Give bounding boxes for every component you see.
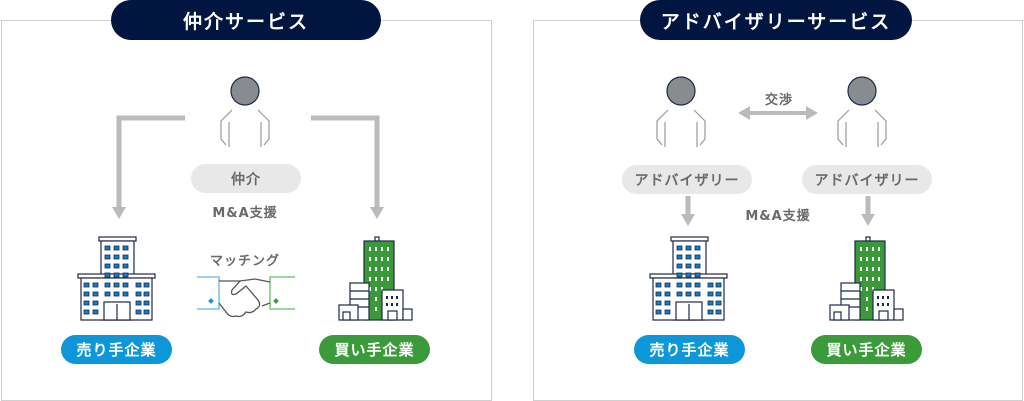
buyer-pill: 買い手企業	[319, 335, 430, 364]
seller-advisor-pill: アドバイザリー	[622, 165, 752, 194]
buyer-building-icon	[338, 236, 413, 321]
arrow-to-seller	[116, 115, 185, 208]
arrow-to-buyer	[311, 115, 380, 208]
matching-label: マッチング	[209, 254, 281, 269]
handshake-icon	[197, 276, 295, 318]
broker-role-pill: 仲介	[191, 164, 301, 193]
negotiation-label: 交渉	[764, 93, 794, 108]
advisory-support-label: M&A支援	[745, 209, 811, 224]
arrow-head-seller	[112, 207, 126, 219]
brokerage-support-label: M&A支援	[212, 206, 278, 221]
negotiation-double-arrow	[738, 106, 818, 120]
advisory-seller-building-icon	[649, 236, 728, 321]
buyer-advisor-person-icon	[837, 76, 887, 148]
arrow-head-buyer	[370, 207, 384, 219]
seller-advisor-person-icon	[656, 76, 706, 148]
advisory-buyer-pill: 買い手企業	[811, 335, 922, 364]
advisor-arrow-to-buyer	[861, 196, 875, 226]
advisory-buyer-building-icon	[829, 236, 904, 321]
advisory-panel	[533, 20, 1023, 401]
broker-person-icon	[220, 76, 270, 148]
advisor-arrow-to-seller	[681, 196, 695, 226]
advisory-seller-pill: 売り手企業	[634, 335, 745, 364]
buyer-advisor-pill: アドバイザリー	[802, 165, 932, 194]
advisory-title: アドバイザリーサービス	[640, 0, 912, 40]
brokerage-title: 仲介サービス	[111, 0, 381, 40]
seller-building-icon	[77, 236, 156, 321]
seller-pill: 売り手企業	[61, 335, 172, 364]
